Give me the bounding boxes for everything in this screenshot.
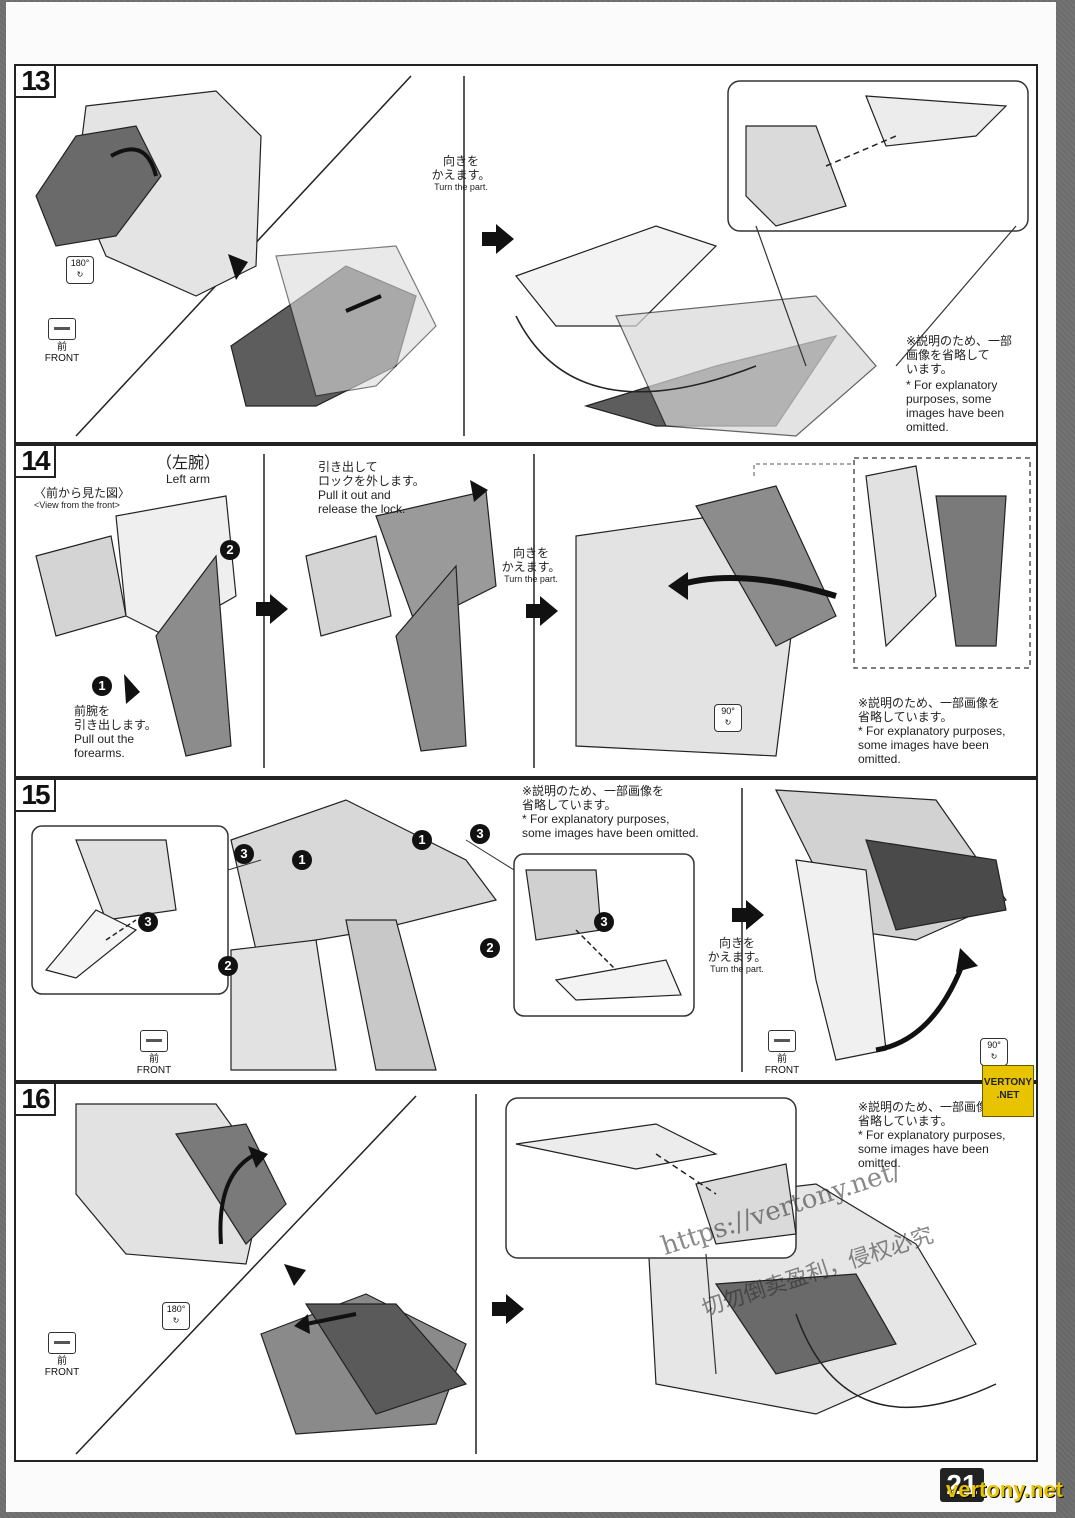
step-number: 15 (16, 780, 56, 812)
next-arrow (492, 1294, 524, 1324)
rotate-90-icon: 90°↻ (980, 1038, 1008, 1066)
step-16-panel: 16 (14, 1082, 1038, 1462)
step-badge-3: 3 (594, 912, 614, 932)
front-indicator: 前 FRONT (42, 318, 82, 364)
next-arrow (256, 594, 288, 624)
forearm-note: 前腕を 引き出します。 Pull out the forearms. (74, 704, 157, 760)
next-arrow (482, 224, 514, 254)
step-badge-2: 2 (480, 938, 500, 958)
omitted-note: ※説明のため、一部画像を 省略しています。 * For explanatory … (522, 784, 699, 840)
front-icon (768, 1030, 796, 1052)
next-arrow (732, 900, 764, 930)
pull-lock-note: 引き出して ロックを外します。 Pull it out and release … (318, 460, 425, 516)
turn-note: 向きを かえます。 Turn the part. (707, 936, 767, 974)
front-indicator: 前 FRONT (134, 1030, 174, 1076)
front-icon (48, 1332, 76, 1354)
front-icon (140, 1030, 168, 1052)
site-watermark: vertony.net (946, 1477, 1063, 1502)
rotate-180-icon: 180°↻ (162, 1302, 190, 1330)
omitted-note: ※説明のため、一部画像を 省略しています。 * For explanatory … (858, 1100, 1006, 1170)
step-badge-2: 2 (218, 956, 238, 976)
turn-note: 向きを かえます。 Turn the part. (501, 546, 561, 584)
manual-page: 13 (6, 2, 1056, 1512)
omitted-note: ※説明のため、一部 画像を省略して います。 * For explanatory… (906, 334, 1013, 434)
step-badge-1: 1 (92, 676, 112, 696)
step-badge-1: 1 (292, 850, 312, 870)
vertony-logo: VERTONY .NET (982, 1065, 1034, 1117)
page-number: 21 (940, 1468, 984, 1502)
step-13-illustration (35, 75, 1029, 437)
step-14-illustration (35, 454, 1031, 768)
front-view-label: 〈前から見た図〉 <View from the front> (34, 486, 131, 510)
step-number: 14 (16, 446, 56, 478)
next-arrow (526, 596, 558, 626)
left-arm-label: （左腕） Left arm (156, 453, 221, 487)
omitted-note: ※説明のため、一部画像を 省略しています。 * For explanatory … (858, 696, 1006, 766)
step-number: 13 (16, 66, 56, 98)
step-badge-2: 2 (220, 540, 240, 560)
front-indicator: 前 FRONT (42, 1332, 82, 1378)
step-13-panel: 13 (14, 64, 1038, 444)
step-14-panel: 14 2 1 (14, 444, 1038, 778)
turn-note: 向きを かえます。 Turn the part. (431, 154, 491, 192)
rotate-90-icon: 90°↻ (714, 704, 742, 732)
step-badge-3: 3 (234, 844, 254, 864)
step-badge-3: 3 (138, 912, 158, 932)
step-badge-1: 1 (412, 830, 432, 850)
step-15-illustration (31, 788, 1007, 1072)
step-15-panel: 15 3 3 1 (14, 778, 1038, 1082)
front-icon (48, 318, 76, 340)
step-badge-3: 3 (470, 824, 490, 844)
rotate-180-icon: 180°↻ (66, 256, 94, 284)
step-number: 16 (16, 1084, 56, 1116)
step-16-illustration (75, 1094, 997, 1455)
front-indicator: 前 FRONT (762, 1030, 802, 1076)
